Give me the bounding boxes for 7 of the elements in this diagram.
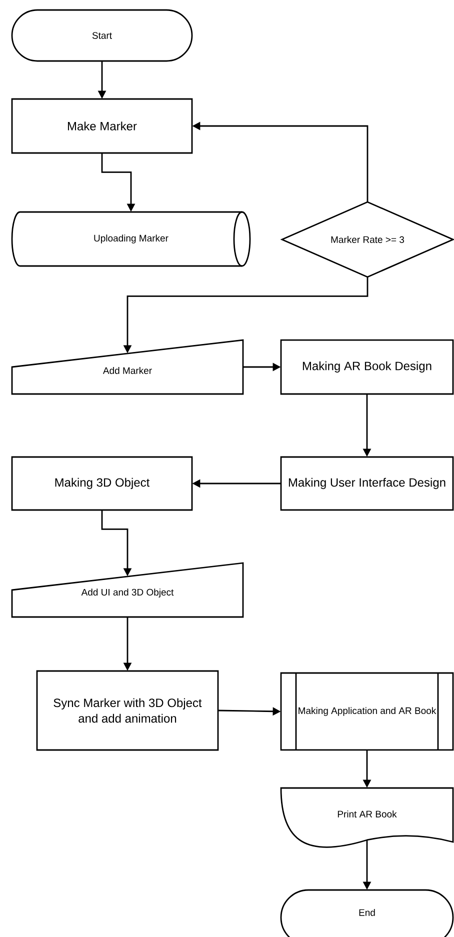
process-box: Making AR Book Design [280,339,454,395]
process-box: Making User Interface Design [280,456,454,511]
storage-cylinder: Uploading Marker [11,211,251,267]
process-box: Making 3D Object [11,456,193,511]
process-box: Sync Marker with 3D Object and add animation [36,670,219,751]
process-box: Make Marker [11,98,193,154]
predefined-process-box: Making Application and AR Book [280,672,454,751]
